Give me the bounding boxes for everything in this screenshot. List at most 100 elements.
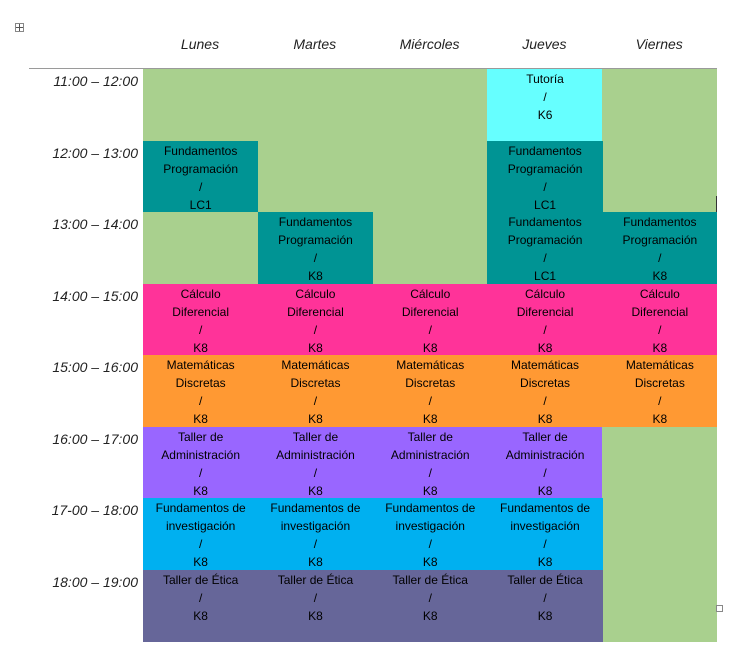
cell-text-line: Programación bbox=[507, 161, 583, 176]
cell-text-line: / bbox=[658, 322, 662, 337]
cell-text-line: Fundamentos de bbox=[385, 501, 476, 515]
cell-text-line: investigación bbox=[165, 519, 236, 533]
cell-text-line: investigación bbox=[510, 519, 580, 533]
cell-text-line: / bbox=[543, 179, 547, 194]
table-resize-handle-icon[interactable] bbox=[716, 605, 723, 612]
cell-text-line: Administración bbox=[505, 447, 585, 462]
schedule-cell-taller-etica[interactable]: Taller de Ética/K8 bbox=[257, 569, 374, 642]
empty-cell[interactable] bbox=[602, 69, 718, 213]
cell-text-line: / bbox=[198, 394, 203, 408]
cell-text-line: / bbox=[543, 394, 547, 408]
cell-text-line: / bbox=[658, 394, 662, 408]
cell-text-line: / bbox=[543, 90, 547, 104]
empty-cell[interactable] bbox=[143, 212, 259, 284]
time-label: 13:00 – 14:00 bbox=[52, 216, 138, 232]
cell-text-line: Diferencial bbox=[516, 304, 574, 319]
cell-text-line: / bbox=[428, 537, 432, 551]
cell-text-line: Taller de bbox=[292, 429, 339, 444]
cell-text-line: / bbox=[313, 537, 318, 551]
cell-text-line: K8 bbox=[193, 483, 208, 498]
cell-text-line: Discretas bbox=[634, 376, 685, 390]
cell-text-line: Fundamentos de bbox=[500, 501, 591, 515]
cell-text-line: / bbox=[198, 465, 203, 480]
empty-cell[interactable] bbox=[602, 426, 718, 642]
cell-text-line: investigación bbox=[395, 519, 465, 533]
time-label: 14:00 – 15:00 bbox=[52, 287, 138, 304]
schedule-cell-fundamentos-investigacion[interactable]: Fundamentos de investigación / K8 bbox=[372, 498, 488, 570]
cell-text-line: Discretas bbox=[175, 376, 226, 390]
cell-text-line: Programación bbox=[507, 233, 583, 247]
table-move-handle-icon[interactable] bbox=[15, 23, 24, 32]
cell-text-line: Discretas bbox=[520, 376, 571, 390]
cell-text-line: Cálculo bbox=[525, 286, 566, 301]
cell-text-line: / bbox=[543, 590, 547, 605]
cell-text-line: Matemáticas bbox=[166, 358, 235, 372]
day-header-miercoles: Miércoles bbox=[399, 36, 460, 52]
cell-text-line: K8 bbox=[537, 608, 553, 623]
cell-text-line: Fundamentos bbox=[508, 215, 582, 229]
cell-text-line: Matemáticas bbox=[396, 358, 465, 372]
empty-cell[interactable] bbox=[257, 69, 374, 213]
cell-text-line: LC1 bbox=[534, 269, 557, 283]
time-label: 17-00 – 18:00 bbox=[51, 502, 138, 518]
schedule-cell-taller-etica[interactable]: Taller de Ética/K8 bbox=[487, 569, 603, 642]
schedule-cell-taller-etica[interactable]: Taller de Ética/K8 bbox=[372, 569, 488, 642]
cell-text-line: K8 bbox=[308, 412, 323, 426]
cell-text-line: K6 bbox=[537, 108, 553, 122]
day-header-lunes: Lunes bbox=[180, 36, 220, 52]
cell-text-line: K8 bbox=[422, 608, 438, 623]
cell-text-line: Taller de Ética bbox=[277, 572, 354, 587]
cell-text-line: K8 bbox=[193, 608, 208, 623]
cell-text-line: K8 bbox=[422, 555, 438, 569]
empty-cell[interactable] bbox=[372, 69, 488, 284]
cell-text-line: Fundamentos bbox=[508, 143, 582, 158]
cell-text-line: / bbox=[198, 590, 203, 605]
day-header-viernes: Viernes bbox=[635, 36, 683, 52]
cell-text-line: Fundamentos de bbox=[155, 501, 246, 515]
time-label: 15:00 – 16:00 bbox=[52, 359, 138, 375]
cell-text-line: K8 bbox=[652, 412, 668, 426]
cell-text-line: LC1 bbox=[189, 197, 212, 212]
cell-text-line: / bbox=[313, 394, 318, 408]
cell-text-line: Programación bbox=[622, 233, 698, 247]
cell-text-line: Programación bbox=[278, 233, 353, 247]
cell-text-line: K8 bbox=[308, 340, 323, 355]
empty-cell[interactable] bbox=[143, 69, 259, 141]
cell-text-line: / bbox=[543, 322, 547, 337]
schedule-cell-taller-etica[interactable]: Taller de Ética/K8 bbox=[143, 569, 259, 642]
cell-text-line: K8 bbox=[422, 412, 438, 426]
cell-text-line: K8 bbox=[652, 269, 668, 283]
schedule-cell-tutoria[interactable]: Tutoría/K6 bbox=[487, 69, 603, 141]
cell-text-line: Administración bbox=[390, 447, 470, 462]
cell-text-line: LC1 bbox=[534, 197, 557, 212]
cell-text-line: / bbox=[313, 322, 318, 337]
time-label: 11:00 – 12:00 bbox=[53, 73, 138, 89]
cell-text-line: K8 bbox=[537, 555, 553, 569]
cell-text-line: Matemáticas bbox=[511, 358, 580, 372]
cell-text-line: K8 bbox=[422, 483, 438, 498]
cell-text-line: / bbox=[543, 465, 547, 480]
cell-text-line: Diferencial bbox=[631, 304, 689, 319]
